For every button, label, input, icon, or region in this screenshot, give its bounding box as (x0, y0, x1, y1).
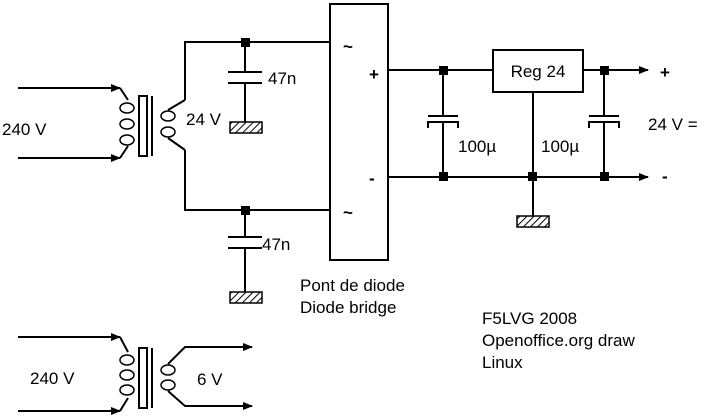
output-arrow-top (167, 343, 253, 365)
bridge-ac-bottom-label: ~ (343, 203, 353, 222)
regulator-label: Reg 24 (511, 62, 566, 81)
cap-in-label: 100µ (458, 137, 496, 156)
small-input-voltage-label: 240 V (30, 369, 75, 388)
small-transformer (18, 333, 253, 415)
capacitor-100u-out (588, 66, 620, 181)
ground-symbol (229, 121, 263, 134)
credit-line-1: F5LVG 2008 (482, 309, 577, 328)
cap-top-label: 47n (268, 69, 296, 88)
input-voltage-label: 240 V (2, 120, 47, 139)
secondary-voltage-label: 24 V (186, 110, 222, 129)
diode-bridge (329, 3, 389, 261)
transformer-core (138, 347, 148, 409)
bridge-label-en: Diode bridge (300, 298, 396, 317)
transformer-core (138, 95, 148, 157)
secondary-coil (160, 110, 176, 138)
cap-bottom-label: 47n (262, 235, 290, 254)
cap-out-label: 100µ (541, 137, 579, 156)
wire-ac-bottom (184, 150, 330, 211)
regulator-box (492, 49, 584, 93)
wire-ac-top (184, 41, 330, 100)
bridge-minus-label: - (369, 169, 375, 188)
ground-symbol (229, 291, 263, 304)
output-minus-label: - (662, 167, 668, 186)
capacitor-47n-bottom (228, 206, 263, 304)
small-secondary-voltage-label: 6 V (197, 370, 223, 389)
ground-symbol (516, 215, 550, 228)
bridge-plus-label: + (369, 65, 379, 84)
bridge-label-fr: Pont de diode (300, 276, 405, 295)
credit-line-2: Openoffice.org draw (482, 331, 635, 350)
credit-line-3: Linux (482, 353, 523, 372)
main-transformer (18, 84, 186, 162)
output-plus-label: + (660, 63, 670, 82)
output-voltage-label: 24 V = (648, 115, 698, 134)
primary-coil (119, 102, 135, 146)
capacitor-100u-in (427, 66, 459, 181)
bridge-ac-top-label: ~ (343, 37, 353, 56)
output-arrow-bottom (167, 390, 253, 410)
capacitor-47n-top (228, 38, 263, 134)
